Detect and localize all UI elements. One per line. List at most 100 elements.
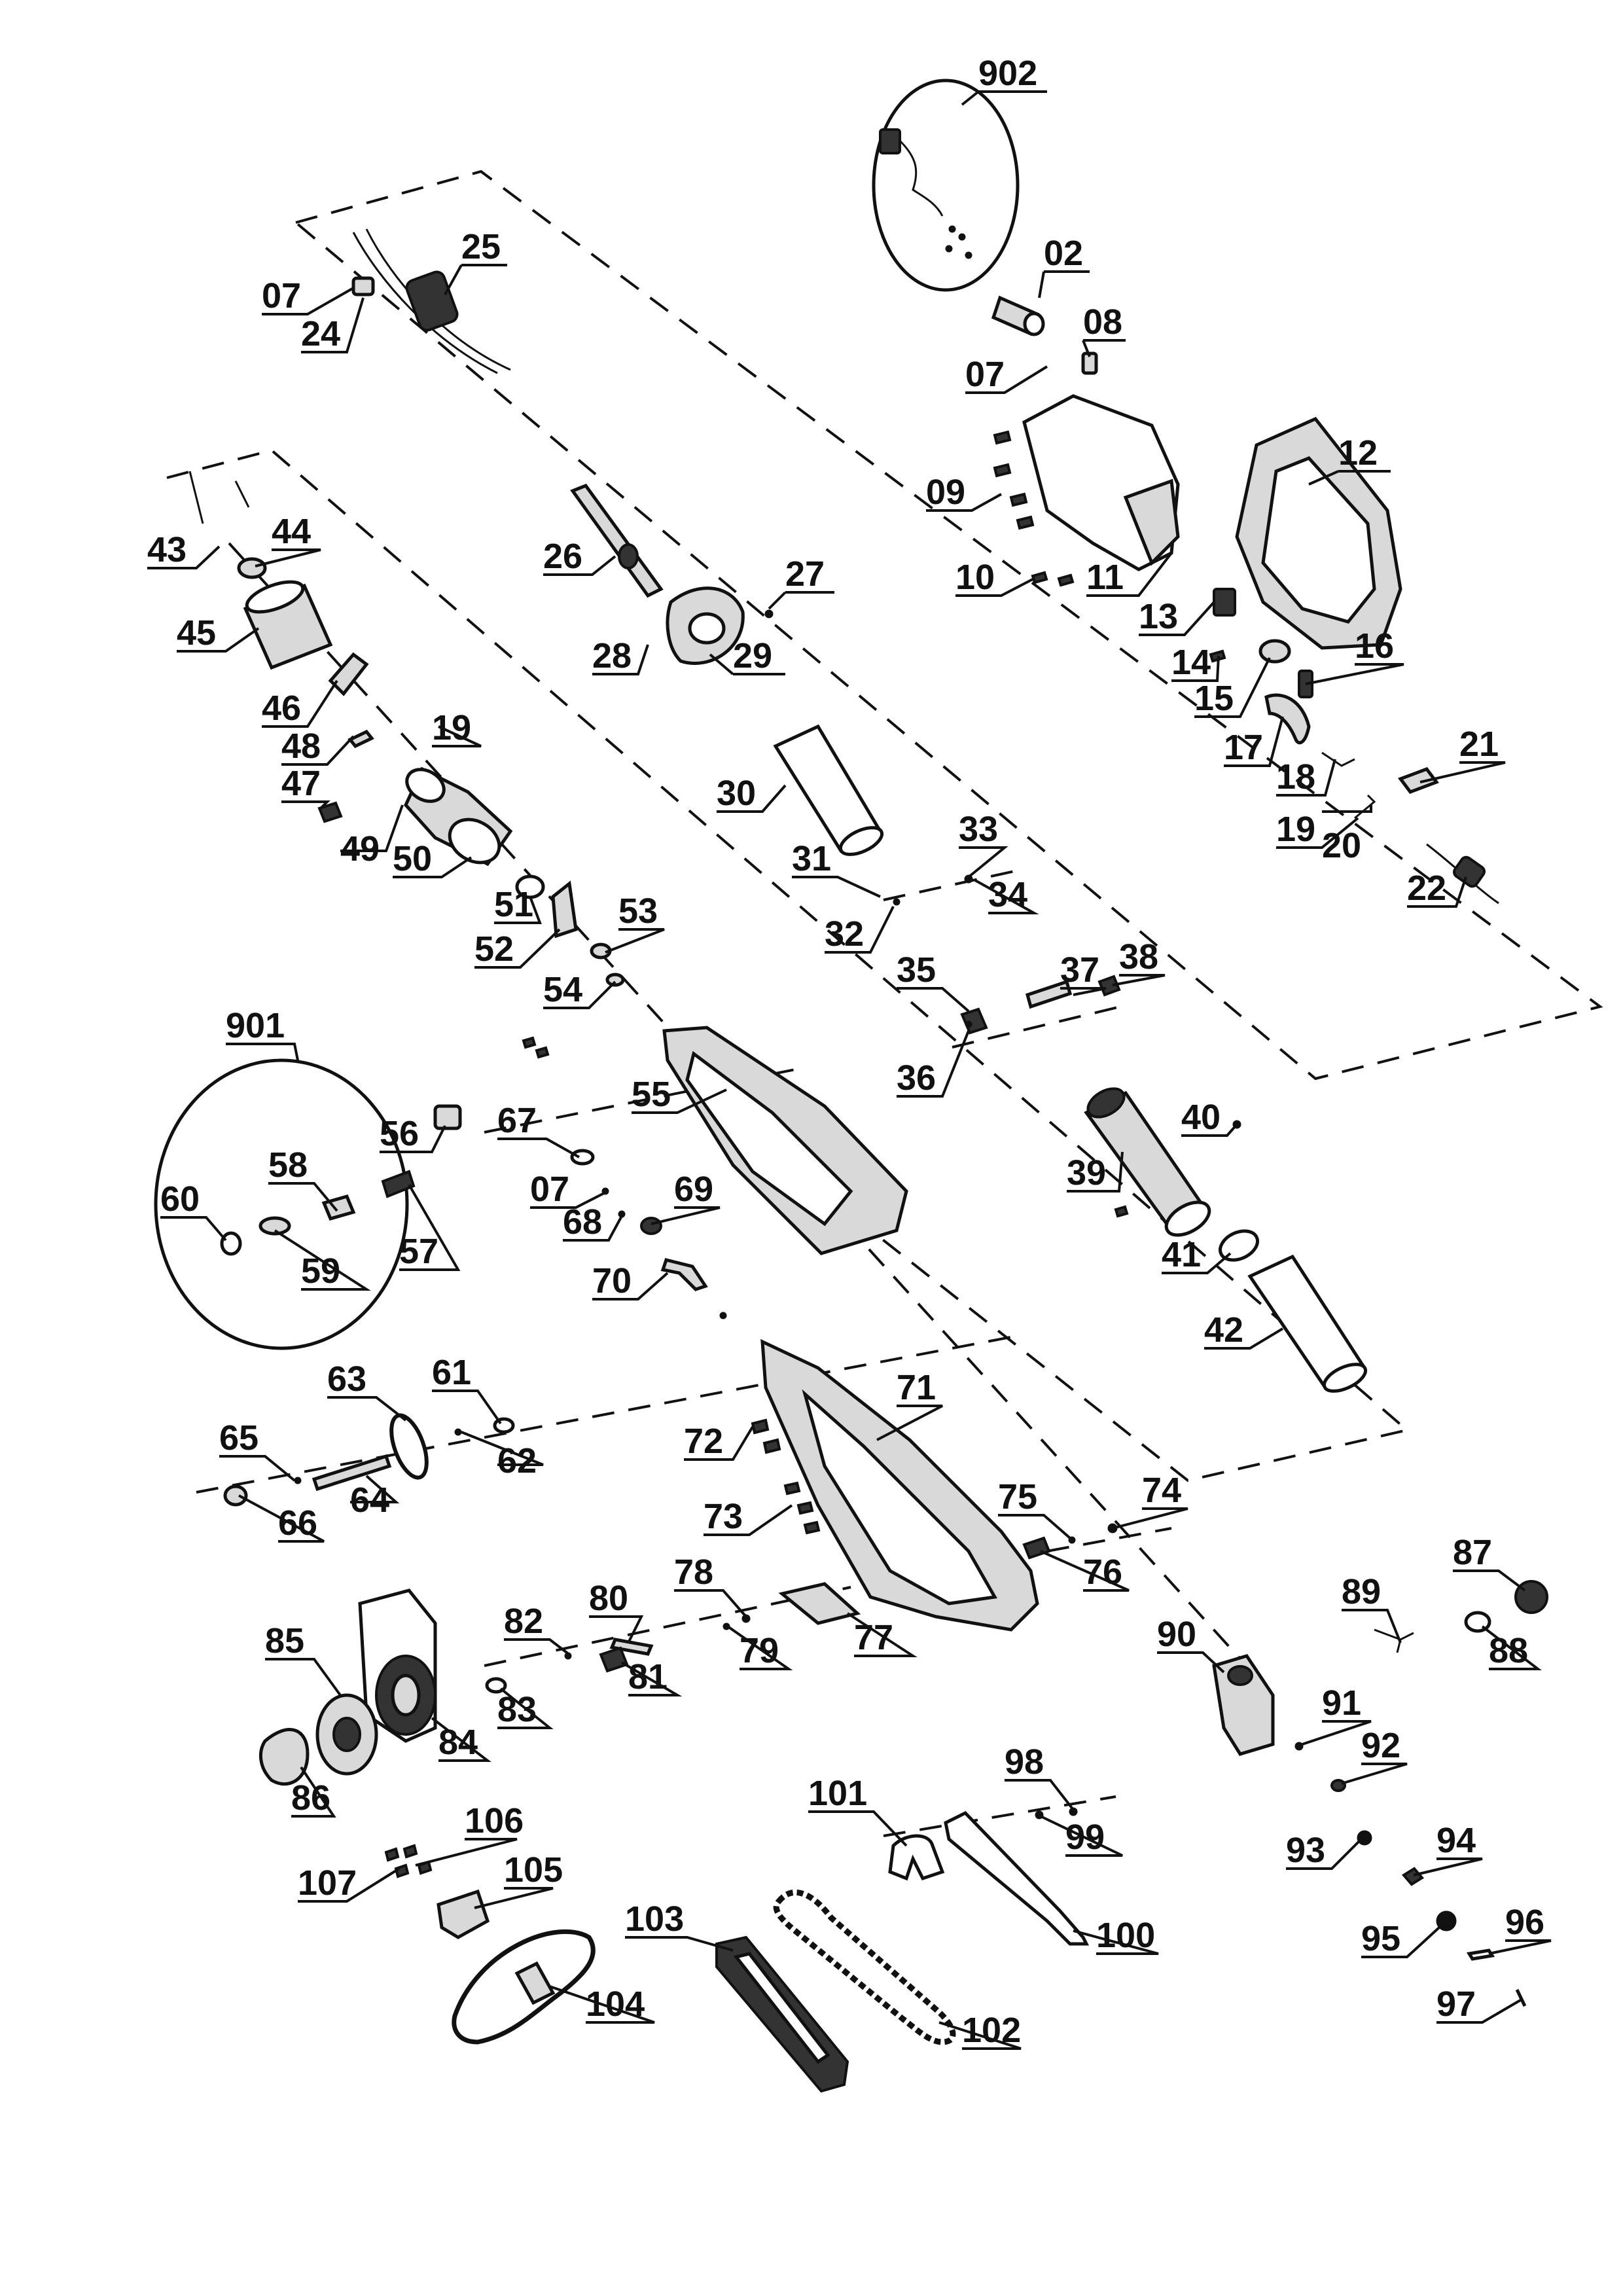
part-label-44: 44 xyxy=(272,512,311,551)
part-label-26: 26 xyxy=(543,537,582,576)
detail-circle-901 xyxy=(154,1058,462,1350)
detail-circle-902 xyxy=(872,79,1020,292)
part-label-79: 79 xyxy=(740,1631,779,1670)
part-label-21: 21 xyxy=(1459,725,1499,764)
part-label-64: 64 xyxy=(350,1480,389,1520)
part-label-90: 90 xyxy=(1157,1615,1196,1654)
part-label-93: 93 xyxy=(1286,1831,1325,1870)
part-label-105: 105 xyxy=(504,1850,563,1890)
part-label-53: 53 xyxy=(618,891,658,931)
part-label-50: 50 xyxy=(393,839,432,878)
part-label-02: 02 xyxy=(1044,234,1083,273)
part-label-36: 36 xyxy=(897,1058,936,1098)
part-label-19: 19 xyxy=(1276,810,1315,849)
part-label-07: 07 xyxy=(262,276,301,315)
part-label-59: 59 xyxy=(301,1251,340,1291)
part-label-97: 97 xyxy=(1436,1984,1476,2024)
part-label-91: 91 xyxy=(1322,1683,1361,1723)
part-label-48: 48 xyxy=(281,726,321,766)
part-label-25: 25 xyxy=(461,227,501,266)
part-label-11: 11 xyxy=(1086,558,1124,597)
part-label-14: 14 xyxy=(1171,643,1211,682)
part-label-81: 81 xyxy=(628,1657,668,1696)
part-label-10: 10 xyxy=(955,558,995,597)
part-label-45: 45 xyxy=(177,613,216,653)
part-label-87: 87 xyxy=(1453,1533,1492,1572)
part-label-74: 74 xyxy=(1142,1471,1181,1510)
part-label-902: 902 xyxy=(978,54,1037,93)
part-label-13: 13 xyxy=(1139,597,1178,636)
part-label-56: 56 xyxy=(380,1114,419,1153)
part-label-98: 98 xyxy=(1005,1742,1044,1782)
part-label-54: 54 xyxy=(543,970,582,1009)
part-label-24: 24 xyxy=(301,314,340,353)
part-label-12: 12 xyxy=(1338,433,1378,473)
part-label-52: 52 xyxy=(474,929,514,969)
part-label-58: 58 xyxy=(268,1145,308,1185)
part-label-60: 60 xyxy=(160,1179,200,1219)
part-label-101: 101 xyxy=(808,1774,867,1813)
part-label-88: 88 xyxy=(1489,1631,1528,1670)
part-label-18: 18 xyxy=(1276,757,1315,797)
part-label-49: 49 xyxy=(340,829,380,869)
part-label-65: 65 xyxy=(219,1418,259,1458)
part-label-46: 46 xyxy=(262,689,301,728)
part-label-77: 77 xyxy=(854,1618,893,1657)
part-label-75: 75 xyxy=(998,1477,1037,1516)
part-label-69: 69 xyxy=(674,1170,713,1209)
part-label-61: 61 xyxy=(432,1353,471,1392)
part-label-102: 102 xyxy=(962,2011,1021,2050)
part-label-106: 106 xyxy=(465,1801,524,1840)
leader-lines xyxy=(147,90,1552,2050)
part-label-73: 73 xyxy=(704,1497,743,1536)
part-label-92: 92 xyxy=(1361,1726,1400,1765)
part-label-19: 19 xyxy=(432,708,471,747)
part-label-34: 34 xyxy=(988,875,1027,914)
part-label-901: 901 xyxy=(226,1006,285,1045)
part-label-39: 39 xyxy=(1067,1153,1106,1193)
part-label-37: 37 xyxy=(1060,950,1099,990)
part-label-62: 62 xyxy=(497,1441,537,1480)
part-label-72: 72 xyxy=(684,1422,723,1461)
part-label-66: 66 xyxy=(278,1503,317,1543)
part-label-80: 80 xyxy=(589,1579,628,1618)
part-label-107: 107 xyxy=(298,1863,357,1903)
part-label-22: 22 xyxy=(1407,869,1446,908)
part-label-94: 94 xyxy=(1436,1821,1476,1860)
part-label-32: 32 xyxy=(825,914,864,954)
part-label-70: 70 xyxy=(592,1261,632,1300)
part-label-27: 27 xyxy=(785,554,825,594)
part-label-83: 83 xyxy=(497,1690,537,1729)
part-label-68: 68 xyxy=(563,1202,602,1242)
part-label-33: 33 xyxy=(959,810,998,849)
part-label-09: 09 xyxy=(926,473,965,512)
part-label-86: 86 xyxy=(291,1778,330,1818)
part-label-84: 84 xyxy=(438,1723,478,1762)
part-label-28: 28 xyxy=(592,636,632,675)
part-label-41: 41 xyxy=(1162,1235,1201,1274)
part-label-89: 89 xyxy=(1342,1572,1381,1611)
part-label-96: 96 xyxy=(1505,1903,1544,1942)
part-label-67: 67 xyxy=(497,1101,537,1140)
part-label-07: 07 xyxy=(530,1170,569,1209)
part-label-51: 51 xyxy=(494,885,533,924)
part-label-78: 78 xyxy=(674,1552,713,1592)
part-label-29: 29 xyxy=(733,636,772,675)
part-label-100: 100 xyxy=(1096,1916,1155,1955)
part-label-55: 55 xyxy=(632,1075,671,1114)
part-label-104: 104 xyxy=(586,1984,645,2024)
part-label-35: 35 xyxy=(897,950,936,990)
part-label-08: 08 xyxy=(1083,302,1122,342)
part-label-20: 20 xyxy=(1322,826,1361,865)
part-label-40: 40 xyxy=(1181,1098,1221,1137)
part-label-63: 63 xyxy=(327,1359,366,1399)
part-label-42: 42 xyxy=(1204,1310,1243,1350)
part-label-15: 15 xyxy=(1194,679,1234,718)
part-label-71: 71 xyxy=(897,1368,936,1407)
part-label-43: 43 xyxy=(147,530,187,569)
part-label-16: 16 xyxy=(1355,626,1394,666)
part-label-57: 57 xyxy=(399,1232,438,1271)
part-label-103: 103 xyxy=(625,1899,684,1939)
